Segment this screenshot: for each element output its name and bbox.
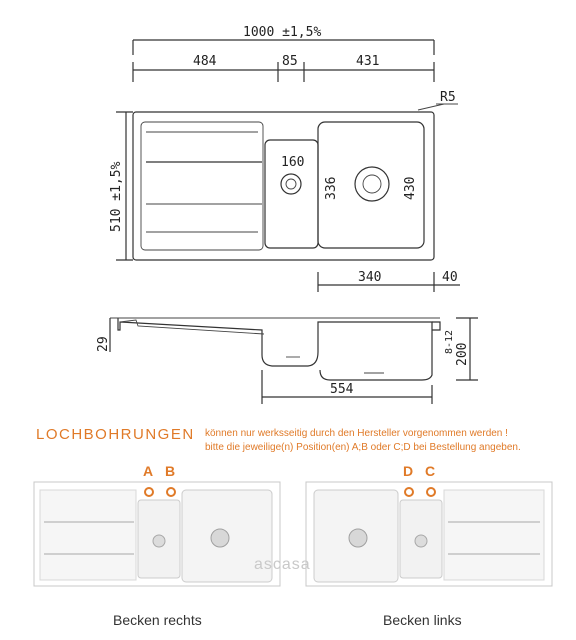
side-depth-label: 200 xyxy=(455,343,470,366)
holes-note: können nur werksseitig durch den Herstel… xyxy=(205,427,521,455)
sink-photo-left xyxy=(305,481,553,587)
hole-marker-b xyxy=(166,487,176,497)
segment-mid-label: 85 xyxy=(282,54,298,69)
holes-note-line2: bitte die jeweilige(n) Position(en) A;B … xyxy=(205,442,521,453)
segment-dimensions: 484 85 431 xyxy=(132,54,435,82)
small-bowl-depth-label: 336 xyxy=(324,177,339,200)
overall-depth-label: 510 ±1,5% xyxy=(109,161,124,232)
side-thickness-label: 8-12 xyxy=(444,330,455,354)
side-width-label: 554 xyxy=(330,382,354,397)
caption-becken-rechts: Becken rechts xyxy=(113,612,202,628)
watermark: ascasa xyxy=(254,556,311,573)
small-bowl-width-label: 160 xyxy=(281,155,304,170)
segment-right-label: 431 xyxy=(356,54,379,69)
overall-width-label: 1000 ±1,5% xyxy=(243,25,321,40)
hole-marker-d xyxy=(404,487,414,497)
sink-top-view: R5 160 336 430 510 ±1,5% xyxy=(109,90,458,261)
hole-label-b: B xyxy=(165,463,175,479)
holes-note-line1: können nur werksseitig durch den Herstel… xyxy=(205,428,508,439)
side-rim-label: 29 xyxy=(96,336,111,352)
sink-side-view: 29 200 8-12 554 xyxy=(96,317,478,404)
edge-offset-label: 40 xyxy=(442,270,458,285)
holes-heading: LOCHBOHRUNGEN xyxy=(36,426,195,443)
hole-marker-a xyxy=(144,487,154,497)
hole-label-a: A xyxy=(143,463,153,479)
large-bowl-depth-label: 430 xyxy=(403,177,418,200)
hole-marker-c xyxy=(426,487,436,497)
radius-label: R5 xyxy=(440,90,456,105)
segment-left-label: 484 xyxy=(193,54,217,69)
large-bowl-width-label: 340 xyxy=(358,270,381,285)
sink-photo-right xyxy=(33,481,281,587)
caption-becken-links: Becken links xyxy=(383,612,462,628)
bowl-width-dimension: 340 40 xyxy=(317,270,460,292)
overall-width-dimension: 1000 ±1,5% xyxy=(132,25,435,55)
hole-label-c: C xyxy=(425,463,435,479)
hole-label-d: D xyxy=(403,463,413,479)
